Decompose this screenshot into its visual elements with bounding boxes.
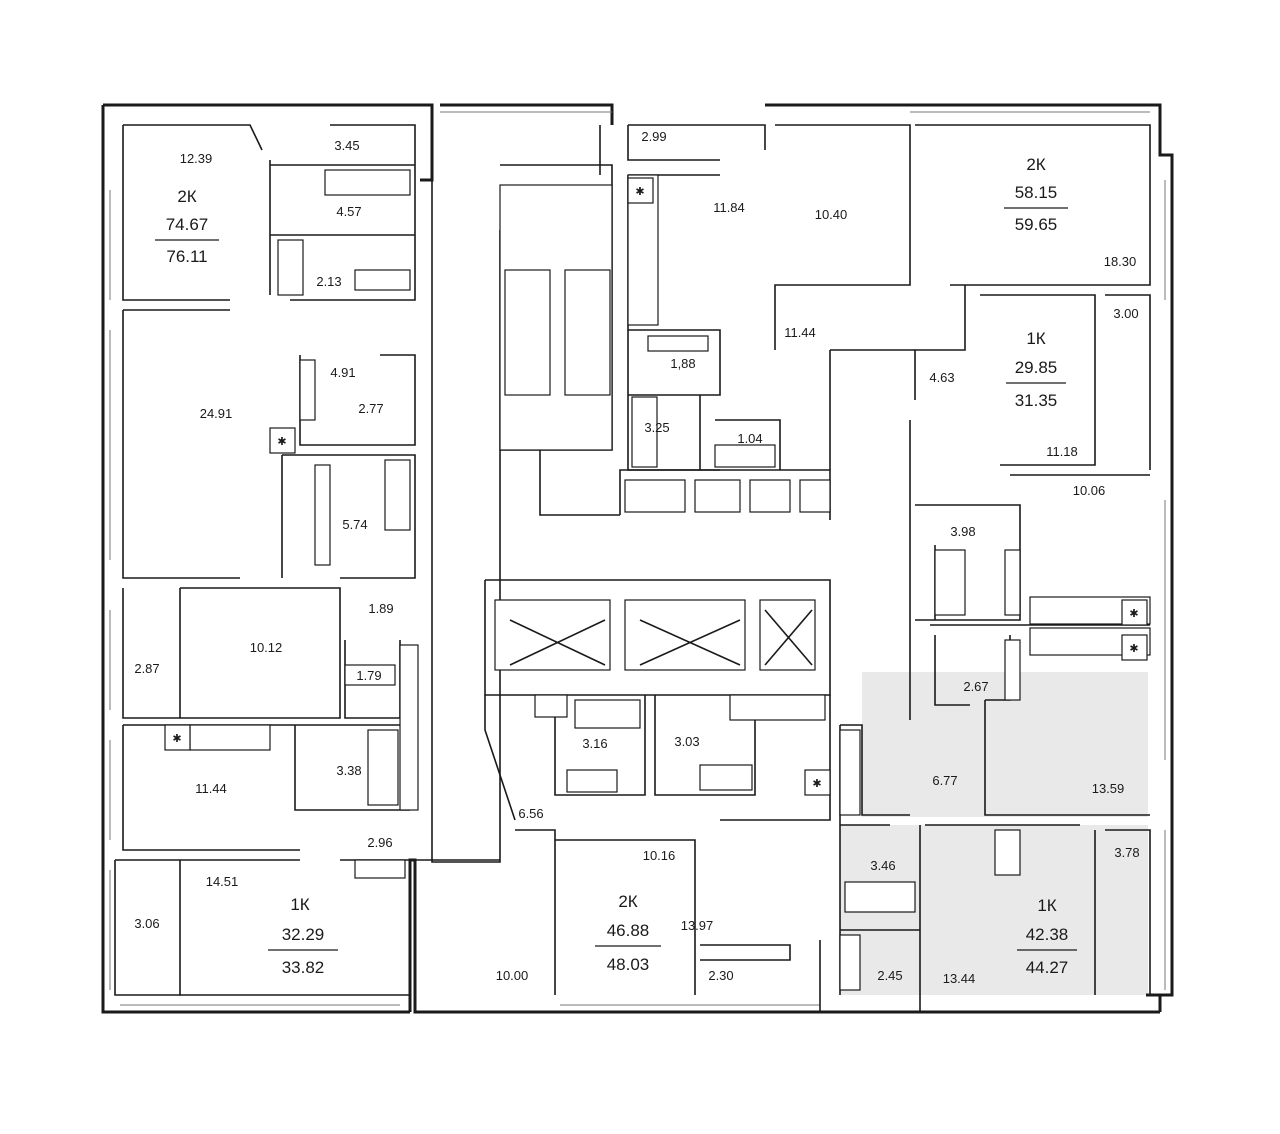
room-area: 10.06 bbox=[1073, 483, 1106, 498]
apartment-type: 1К bbox=[1026, 329, 1045, 348]
room-area: 3.00 bbox=[1113, 306, 1138, 321]
room-area: 13.44 bbox=[943, 971, 976, 986]
room-area: 2.45 bbox=[877, 968, 902, 983]
room-area: 1.89 bbox=[368, 601, 393, 616]
vent-icon: ✱ bbox=[277, 435, 286, 448]
apartment-total-area: 76.11 bbox=[166, 247, 207, 266]
apartment-living-area: 46.88 bbox=[607, 921, 650, 940]
room-area: 10.00 bbox=[496, 968, 529, 983]
room-area: 6.56 bbox=[518, 806, 543, 821]
room-area: 11.44 bbox=[784, 325, 816, 340]
room-area: 2.96 bbox=[367, 835, 392, 850]
apartment-total-area: 59.65 bbox=[1015, 215, 1058, 234]
room-area: 3.06 bbox=[134, 916, 159, 931]
room-area: 10.16 bbox=[643, 848, 676, 863]
room-area: 13.59 bbox=[1092, 781, 1125, 796]
room-area: 1.04 bbox=[737, 431, 762, 446]
apartment-type: 1К bbox=[1037, 896, 1056, 915]
apartment-total-area: 33.82 bbox=[282, 958, 325, 977]
room-area: 13.97 bbox=[681, 918, 714, 933]
room-area: 1.79 bbox=[356, 668, 381, 683]
room-area: 3.25 bbox=[644, 420, 669, 435]
vent-icon: ✱ bbox=[1129, 607, 1138, 620]
room-area: 1,88 bbox=[670, 356, 695, 371]
room-area: 11.18 bbox=[1046, 444, 1078, 459]
room-area: 10.40 bbox=[815, 207, 848, 222]
apartment-total-area: 44.27 bbox=[1026, 958, 1069, 977]
apartment-type: 2К bbox=[177, 187, 196, 206]
room-labels: 12.39 3.45 4.57 2.13 4.91 2.77 24.91 5.7… bbox=[134, 129, 1139, 986]
room-area: 3.98 bbox=[950, 524, 975, 539]
room-area: 3.46 bbox=[870, 858, 895, 873]
room-area: 12.39 bbox=[180, 151, 213, 166]
interior-walls-south bbox=[415, 695, 821, 1012]
room-area: 2.13 bbox=[316, 274, 341, 289]
room-area: 3.45 bbox=[334, 138, 359, 153]
apartment-label: 2К 46.88 48.03 bbox=[595, 892, 661, 974]
room-area: 2.30 bbox=[708, 968, 733, 983]
central-core bbox=[431, 164, 831, 863]
apartment-label: 1К 32.29 33.82 bbox=[268, 895, 338, 977]
room-area: 14.51 bbox=[206, 874, 239, 889]
vent-icon: ✱ bbox=[812, 777, 821, 790]
room-area: 4.63 bbox=[929, 370, 954, 385]
room-area: 4.57 bbox=[336, 204, 361, 219]
apartment-living-area: 42.38 bbox=[1026, 925, 1069, 944]
vent-icon: ✱ bbox=[1129, 642, 1138, 655]
vent-markers: ✱ ✱ ✱ ✱ ✱ ✱ bbox=[164, 177, 1148, 796]
apartment-living-area: 74.67 bbox=[166, 215, 209, 234]
room-area: 2.99 bbox=[641, 129, 666, 144]
vent-icon: ✱ bbox=[172, 732, 181, 745]
room-area: 2.77 bbox=[358, 401, 383, 416]
room-area: 3.38 bbox=[336, 763, 361, 778]
apartment-label: 1К 29.85 31.35 bbox=[1006, 329, 1066, 410]
vent-icon: ✱ bbox=[635, 185, 644, 198]
apartment-living-area: 29.85 bbox=[1015, 358, 1058, 377]
room-area: 10.12 bbox=[250, 640, 283, 655]
highlighted-apartment bbox=[840, 672, 1148, 995]
apartment-label: 2К 74.67 76.11 bbox=[155, 187, 219, 266]
room-area: 6.77 bbox=[932, 773, 957, 788]
room-area: 3.16 bbox=[582, 736, 607, 751]
room-area: 18.30 bbox=[1104, 254, 1137, 269]
apartment-living-area: 32.29 bbox=[282, 925, 325, 944]
room-area: 5.74 bbox=[342, 517, 367, 532]
outer-walls bbox=[101, 103, 1174, 1014]
room-area: 3.03 bbox=[674, 734, 699, 749]
apartment-label: 2К 58.15 59.65 bbox=[1004, 155, 1068, 234]
room-area: 4.91 bbox=[330, 365, 355, 380]
room-area: 2.87 bbox=[134, 661, 159, 676]
room-area: 11.84 bbox=[713, 200, 745, 215]
apartment-type: 1К bbox=[290, 895, 309, 914]
apartment-type: 2К bbox=[1026, 155, 1045, 174]
room-area: 3.78 bbox=[1114, 845, 1139, 860]
apartment-total-area: 48.03 bbox=[607, 955, 650, 974]
room-area: 11.44 bbox=[195, 781, 227, 796]
apartment-living-area: 58.15 bbox=[1015, 183, 1058, 202]
room-area: 24.91 bbox=[200, 406, 233, 421]
room-area: 2.67 bbox=[963, 679, 988, 694]
apartment-label: 1К 42.38 44.27 bbox=[1017, 896, 1077, 977]
apartment-type: 2К bbox=[618, 892, 637, 911]
apartment-total-area: 31.35 bbox=[1015, 391, 1058, 410]
